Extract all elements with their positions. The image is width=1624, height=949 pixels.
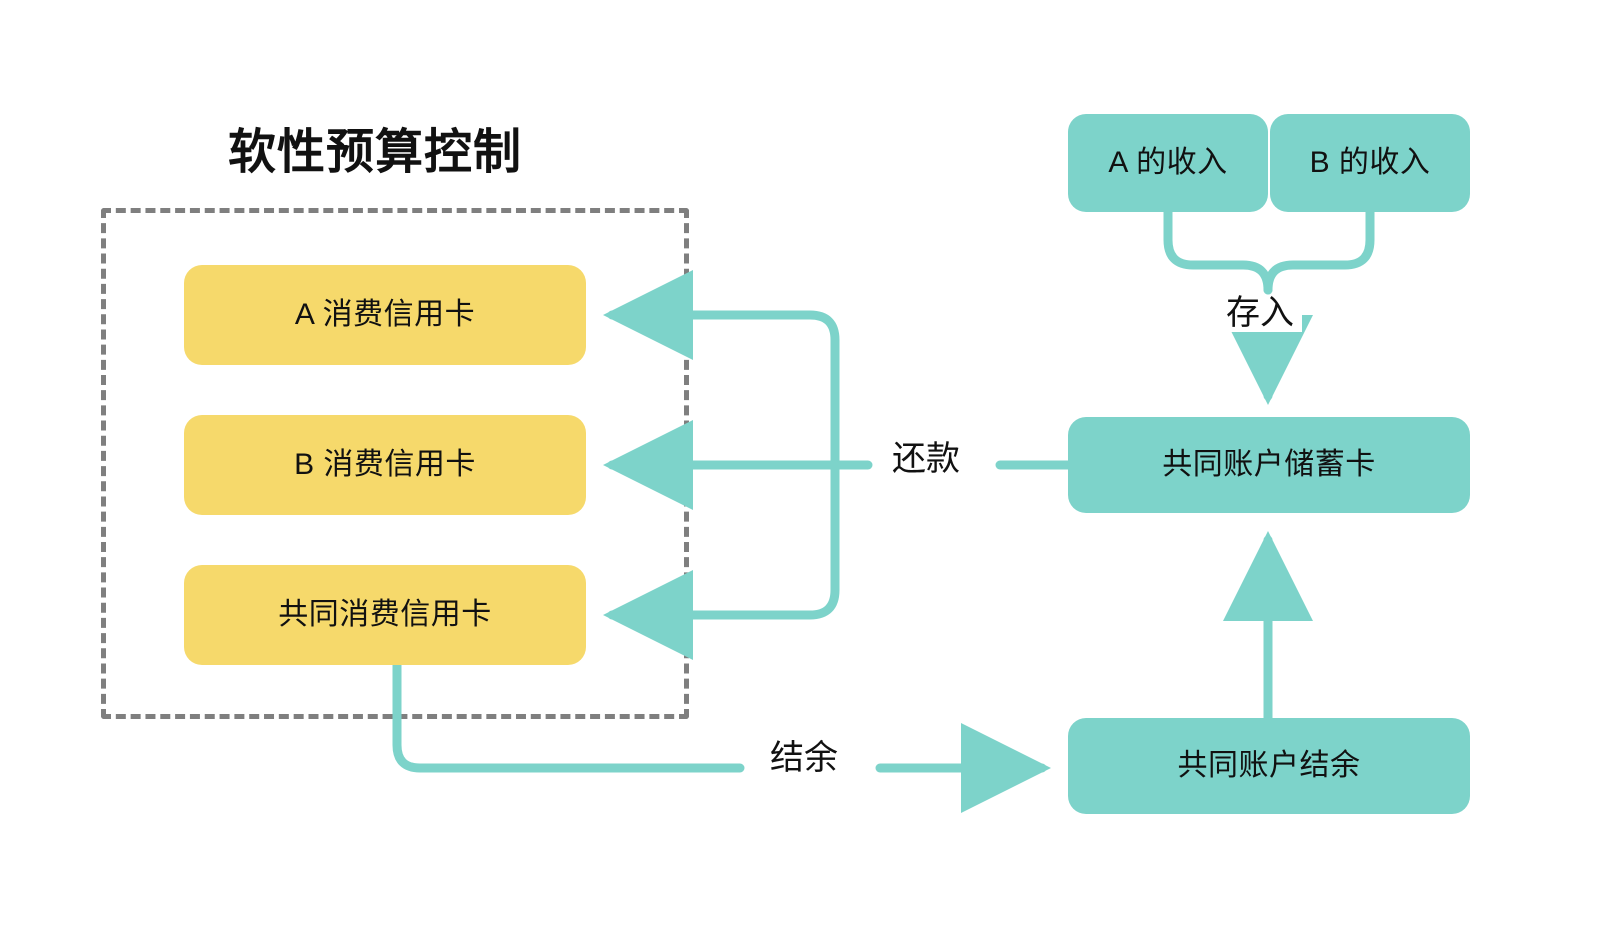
edge-label-deposit: 存入 (1218, 294, 1302, 333)
node-card-b-label: B 消费信用卡 (294, 448, 476, 481)
node-income-b-label: B 的收入 (1309, 146, 1431, 179)
node-card-a[interactable]: A 消费信用卡 (184, 265, 586, 365)
node-card-shared[interactable]: 共同消费信用卡 (184, 565, 586, 665)
node-income-a-label: A 的收入 (1108, 146, 1228, 179)
node-balance-label: 共同账户结余 (1177, 749, 1361, 782)
edge-deposit-branch-b (1263, 207, 1375, 295)
node-card-shared-label: 共同消费信用卡 (278, 598, 492, 631)
node-card-b[interactable]: B 消费信用卡 (184, 415, 586, 515)
page-title: 软性预算控制 (228, 126, 523, 179)
edge-label-settle: 结余 (762, 739, 846, 778)
node-savings-label: 共同账户储蓄卡 (1162, 448, 1376, 481)
node-balance[interactable]: 共同账户结余 (1068, 718, 1470, 814)
node-savings[interactable]: 共同账户储蓄卡 (1068, 417, 1470, 513)
node-income-a[interactable]: A 的收入 (1068, 114, 1268, 212)
edge-label-repay: 还款 (884, 440, 968, 479)
node-income-b[interactable]: B 的收入 (1270, 114, 1470, 212)
edge-deposit-branch-a (1163, 207, 1273, 295)
node-card-a-label: A 消费信用卡 (294, 298, 476, 331)
